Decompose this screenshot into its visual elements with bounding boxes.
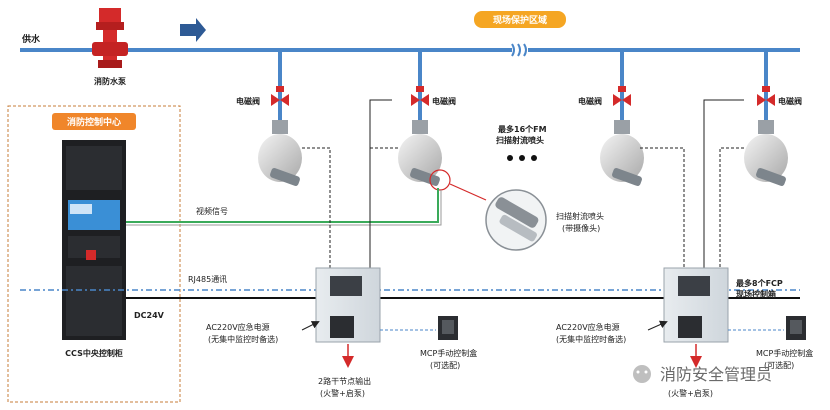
rs485-label: RJ485通讯 bbox=[188, 274, 227, 284]
closeup-label-line1: 扫描射流喷头 bbox=[556, 211, 604, 221]
wechat-watermark: 消防安全管理员 bbox=[633, 365, 772, 384]
flow-direction-arrow-icon bbox=[180, 18, 206, 42]
valve-label: 电磁阀 bbox=[578, 96, 602, 106]
output-left-line2: (火警+启泵) bbox=[320, 388, 365, 398]
branch-3: 电磁阀 bbox=[578, 50, 631, 120]
control-center-frame bbox=[7, 105, 181, 403]
mcp-right-line1: MCP手动控制盒 bbox=[756, 348, 813, 358]
solenoid-valve-icon bbox=[757, 94, 775, 106]
branch-1: 电磁阀 bbox=[236, 50, 289, 120]
video-signal-line bbox=[126, 188, 439, 223]
solenoid-valve-icon bbox=[613, 94, 631, 106]
branch-2: 电磁阀 bbox=[411, 50, 456, 120]
wechat-icon bbox=[633, 365, 651, 383]
nozzle-closeup-icon bbox=[485, 189, 547, 251]
zoom-circle bbox=[429, 169, 451, 191]
power-left-line1: AC220V应急电源 bbox=[206, 322, 270, 332]
output-left-line1: 2路干节点输出 bbox=[318, 376, 371, 386]
mcp-box-right-icon bbox=[786, 316, 806, 340]
output-right-line2: (火警+启泵) bbox=[668, 388, 713, 398]
scanning-nozzle-icon bbox=[398, 120, 442, 186]
power-right-line1: AC220V应急电源 bbox=[556, 322, 620, 332]
scanning-nozzle-icon bbox=[258, 120, 302, 186]
branch-4: 电磁阀 bbox=[757, 50, 802, 120]
ccs-cabinet-icon bbox=[62, 140, 126, 340]
closeup-label-line2: (带摄像头) bbox=[562, 223, 600, 233]
valve-label: 电磁阀 bbox=[778, 96, 802, 106]
fcp-control-box-right bbox=[663, 267, 729, 343]
zone-label: 现场保护区域 bbox=[493, 14, 547, 26]
fcp-note-line1: 最多8个FCP bbox=[736, 278, 783, 288]
supply-label: 供水 bbox=[21, 33, 41, 45]
control-center-badge bbox=[52, 113, 136, 130]
control-center-title: 消防控制中心 bbox=[67, 116, 121, 128]
valve-label: 电磁阀 bbox=[432, 96, 456, 106]
more-devices-ellipsis-icon bbox=[507, 155, 537, 161]
fcp-note-line2: 现场控制箱 bbox=[736, 289, 776, 299]
watermark-text: 消防安全管理员 bbox=[660, 365, 772, 384]
nozzle-note-line1: 最多16个FM bbox=[498, 124, 547, 134]
mcp-left-line2: (可选配) bbox=[430, 360, 460, 370]
video-signal-label: 视频信号 bbox=[196, 206, 228, 216]
power-right-line2: (无集中监控时备选) bbox=[556, 334, 626, 344]
zone-badge bbox=[474, 11, 566, 28]
scanning-nozzle-icon bbox=[744, 120, 788, 186]
solenoid-valve-icon bbox=[411, 94, 429, 106]
mcp-left-line1: MCP手动控制盒 bbox=[420, 348, 477, 358]
nozzle-note-line2: 扫描射流喷头 bbox=[496, 135, 544, 145]
cabinet-label: CCS中央控制柜 bbox=[65, 348, 123, 358]
pipe-break-symbol bbox=[511, 43, 521, 57]
fire-pump-icon bbox=[92, 8, 128, 68]
supply-pipe bbox=[20, 43, 800, 57]
power-left-line2: (无集中监控时备选) bbox=[208, 334, 278, 344]
pump-label: 消防水泵 bbox=[94, 76, 126, 86]
dc24v-label: DC24V bbox=[134, 311, 165, 320]
scanning-nozzle-icon bbox=[600, 120, 644, 186]
mcp-box-left-icon bbox=[438, 316, 458, 340]
fcp-control-box-left bbox=[315, 267, 381, 343]
valve-label: 电磁阀 bbox=[236, 96, 260, 106]
mcp-right-line2: (可选配) bbox=[764, 360, 794, 370]
solenoid-valve-icon bbox=[271, 94, 289, 106]
